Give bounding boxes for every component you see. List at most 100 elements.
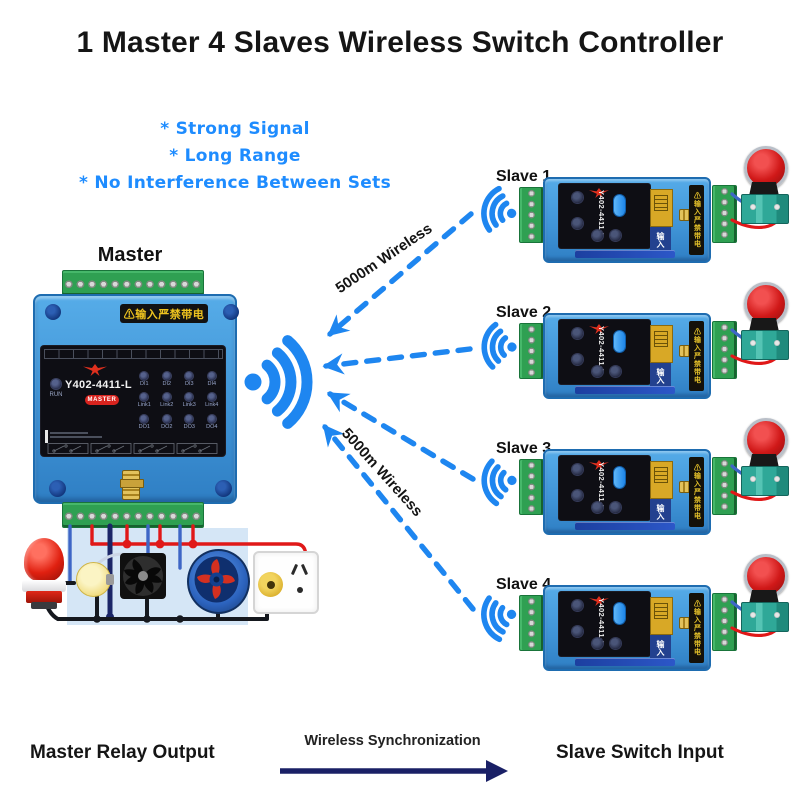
slave-wifi-icon — [481, 185, 517, 233]
led-label: DI1 — [139, 381, 149, 387]
sync-arrow — [280, 760, 508, 782]
master-badge: MASTER — [85, 395, 119, 405]
slave-led — [572, 328, 583, 339]
led-label: DO4 — [206, 423, 218, 430]
led-label: DI2 — [162, 381, 172, 387]
slave-wifi-icon — [481, 458, 517, 507]
slave-led — [572, 218, 583, 229]
slave-warning-label: ⚠输入严禁带电 — [689, 185, 704, 255]
beacon-foot — [31, 602, 57, 609]
brand-bird-icon — [589, 324, 609, 334]
slave-front-panel: Y402-4411-L — [559, 320, 650, 384]
master-label: Master — [97, 244, 163, 266]
button-base — [749, 182, 779, 196]
run-led — [51, 379, 61, 389]
slave-led — [572, 490, 583, 501]
slave-relay-sticker — [650, 597, 673, 635]
slave-input-label: 输入 — [650, 363, 671, 389]
slave-bottom-bar — [575, 522, 675, 530]
feature-long-range: * Long Range — [169, 146, 301, 166]
range-label-top: 5000m Wireless — [332, 220, 436, 297]
terminal-marking-strip — [44, 349, 223, 359]
slave-led — [592, 366, 603, 377]
slave-led — [610, 366, 621, 377]
slave-bottom-bar — [575, 250, 675, 258]
slave-input-label: 输入 — [650, 227, 671, 253]
brand-bird-icon — [589, 188, 609, 198]
master-device: ⚠输入严禁带电 RUN Y402-4411-L MASTER DI1 DI2 D… — [28, 262, 258, 552]
slave-warning-label: ⚠输入严禁带电 — [689, 321, 704, 391]
slave-led — [572, 354, 583, 365]
push-button — [736, 280, 792, 360]
slave-input-label: 输入 — [650, 499, 671, 525]
slave-led — [572, 464, 583, 475]
slave-wifi-icon — [481, 321, 517, 370]
push-button — [736, 144, 792, 224]
slave-model-text: Y402-4411-L — [597, 190, 606, 238]
footer-master-caption: Master Relay Output — [30, 742, 215, 763]
led-label: Link1 — [137, 402, 151, 409]
push-button — [736, 416, 792, 496]
fine-print-line — [50, 432, 88, 434]
slave-label: Slave 4 — [496, 576, 552, 593]
led-grid: DI1 DI2 DI3 DI4 Link1 Link2 Link3 Link4 … — [133, 372, 223, 436]
screw-hole — [45, 304, 61, 320]
master-warning-label: ⚠输入严禁带电 — [120, 304, 208, 323]
slave-label: Slave 2 — [496, 304, 552, 321]
slave-terminal-left — [519, 595, 544, 651]
slave-badge — [614, 331, 625, 352]
screw-hole — [223, 304, 239, 320]
footer-slave-caption: Slave Switch Input — [556, 742, 724, 763]
slave-unit-2: Slave 2 Y402-4411-L 输入 ⚠输入 — [460, 282, 800, 420]
slave-input-label: 输入 — [650, 635, 671, 661]
beacon-band — [22, 580, 66, 592]
slave-relay-sticker — [650, 325, 673, 363]
slave-led — [610, 230, 621, 241]
slave-label: Slave 3 — [496, 440, 552, 457]
run-led-label: RUN — [49, 392, 63, 398]
led-label: Link2 — [160, 402, 174, 409]
slave-terminal-left — [519, 187, 544, 243]
led-label: Link4 — [205, 402, 219, 409]
slave-badge — [614, 467, 625, 488]
power-plug — [258, 572, 283, 597]
screw-hole — [215, 480, 232, 497]
slave-bottom-bar — [575, 658, 675, 666]
master-terminal-bottom — [62, 502, 204, 528]
slave-front-panel: Y402-4411-L — [559, 456, 650, 520]
slave-led — [572, 626, 583, 637]
slave-led — [572, 600, 583, 611]
page-title: 1 Master 4 Slaves Wireless Switch Contro… — [76, 26, 724, 59]
slave-terminal-left — [519, 323, 544, 379]
button-base — [749, 318, 779, 332]
slave-led — [592, 638, 603, 649]
socket-hole — [297, 587, 303, 593]
slave-body: Y402-4411-L 输入 ⚠输入严禁带电 — [543, 177, 711, 263]
slave-bottom-bar — [575, 386, 675, 394]
led-label: DO2 — [161, 423, 173, 430]
panel-side-mark — [45, 430, 48, 443]
slave-led — [610, 502, 621, 513]
master-front-panel: RUN Y402-4411-L MASTER DI1 DI2 DI3 DI4 L… — [41, 346, 225, 456]
master-model-text: Y402-4411-L — [65, 379, 132, 391]
slave-front-panel: Y402-4411-L — [559, 184, 650, 248]
alarm-beacon — [22, 535, 66, 609]
slave-led — [592, 230, 603, 241]
brand-bird-icon — [83, 364, 107, 376]
slave-led — [592, 502, 603, 513]
feature-strong-signal: * Strong Signal — [160, 119, 310, 139]
slave-badge — [614, 603, 625, 624]
slave-wifi-icon — [481, 595, 517, 643]
beacon-base — [26, 591, 62, 603]
slave-label: Slave 1 — [496, 168, 552, 185]
beacon-dome — [24, 538, 64, 582]
button-contact-block — [741, 466, 789, 496]
slave-body: Y402-4411-L 输入 ⚠输入严禁带电 — [543, 313, 711, 399]
button-contact-block — [741, 194, 789, 224]
slave-led — [572, 192, 583, 203]
led-label: DO1 — [138, 423, 150, 430]
push-button — [736, 552, 792, 632]
bulb-socket — [106, 574, 114, 585]
footer-sync-caption: Wireless Synchronization — [304, 733, 481, 749]
